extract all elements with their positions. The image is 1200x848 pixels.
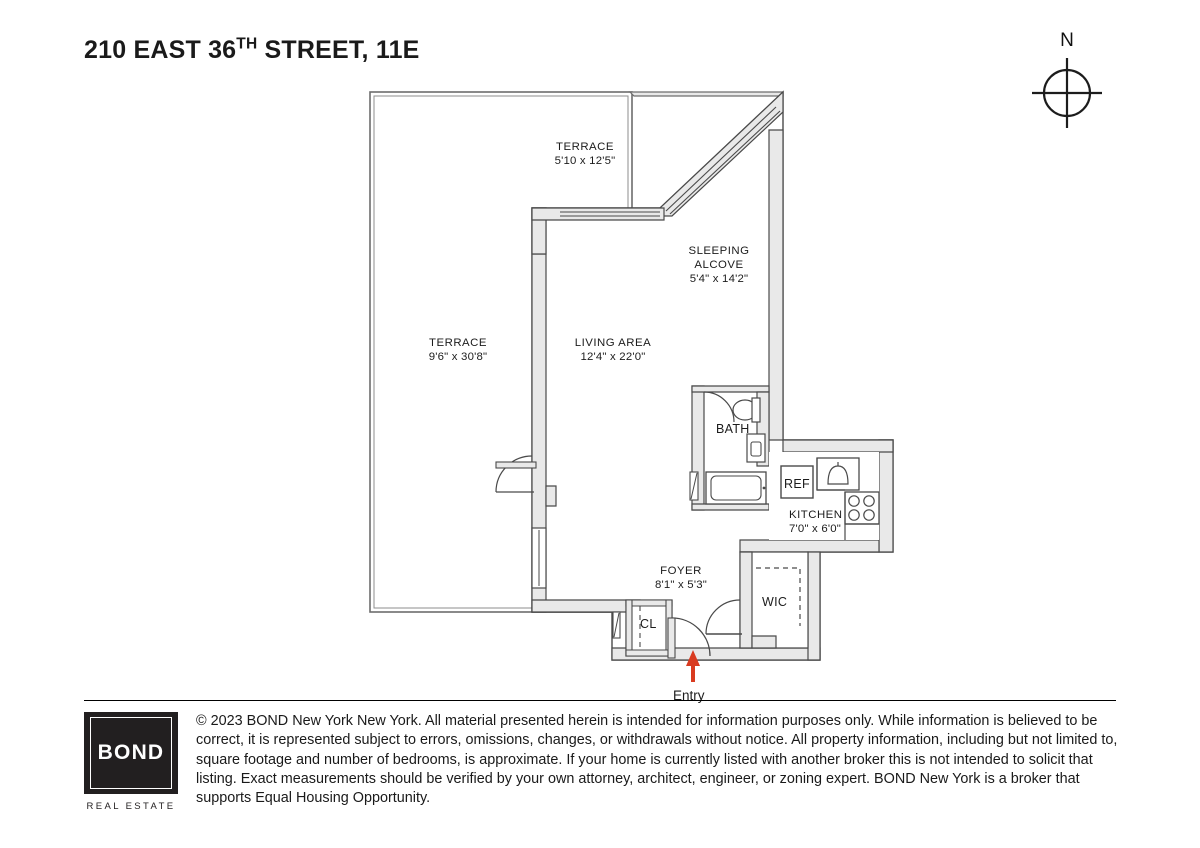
footer-divider xyxy=(84,700,1116,701)
terrace-small-name-label: TERRACE xyxy=(556,141,614,153)
kitchen-dims-label: 7'0" x 6'0" xyxy=(789,523,841,535)
disclaimer-text: © 2023 BOND New York New York. All mater… xyxy=(196,713,1118,807)
foyer-name-label: FOYER xyxy=(660,565,702,577)
terrace-small-dims-label: 5'10 x 12'5" xyxy=(555,155,616,167)
living-area-window xyxy=(531,527,547,589)
entry-arrow-icon xyxy=(686,650,700,682)
bond-logo-subtitle: REAL ESTATE xyxy=(86,801,176,812)
floor-plan-drawing: BATH REF KITCHEN 7'0" x 6'0" WIC xyxy=(369,90,894,703)
toilet-fixture xyxy=(732,397,761,423)
sleeping-alcove-name-label-2: ALCOVE xyxy=(694,259,743,271)
bathroom-window xyxy=(689,471,699,501)
compass-rose-graphic xyxy=(1032,58,1102,128)
sleeping-alcove-dims-label: 5'4" x 14'2" xyxy=(690,273,749,285)
bathroom-sink-fixture xyxy=(746,433,766,463)
bond-logo: BOND REAL ESTATE xyxy=(84,712,184,812)
terrace-small-outline xyxy=(628,91,784,97)
sleeping-alcove-name-label: SLEEPING xyxy=(689,245,750,257)
bathtub-fixture xyxy=(705,471,767,505)
compass-rose-icon: N xyxy=(1022,30,1112,130)
terrace-large-dims-label: 9'6" x 30'8" xyxy=(429,351,488,363)
kitchen-name-label: KITCHEN xyxy=(789,509,843,521)
kitchen-sink-fixture xyxy=(816,457,860,491)
living-area-dims-label: 12'4" x 22'0" xyxy=(580,351,645,363)
bond-logo-wordmark: BOND xyxy=(97,741,165,764)
page-title: 210 EAST 36TH STREET, 11E xyxy=(84,36,420,65)
page-title-street-name: STREET, 11E xyxy=(257,36,420,64)
stove-fixture xyxy=(844,491,880,525)
terrace-door-swing xyxy=(495,455,537,493)
refrigerator-fixture xyxy=(780,465,814,499)
page-title-street-number: 210 EAST 36 xyxy=(84,36,237,64)
entry-label: Entry xyxy=(673,688,705,703)
wall-thickness-bands xyxy=(531,90,894,661)
page-title-ordinal-suffix: TH xyxy=(236,35,258,53)
bathroom-door-swing xyxy=(703,391,735,423)
closet-label: CL xyxy=(640,617,657,631)
wic-door-swing xyxy=(705,599,742,635)
terrace-large-name-label: TERRACE xyxy=(429,337,487,349)
wic-walls xyxy=(739,551,809,649)
foyer-dims-label: 8'1" x 5'3" xyxy=(655,579,707,591)
living-area-name-label: LIVING AREA xyxy=(575,337,651,349)
bath-label: BATH xyxy=(716,422,750,436)
bond-logo-inner-border: BOND xyxy=(90,717,172,789)
bond-logo-box: BOND xyxy=(84,712,178,794)
wic-label: WIC xyxy=(762,595,787,609)
refrigerator-label: REF xyxy=(784,477,810,491)
entry-door-swing xyxy=(667,617,711,659)
compass-north-label: N xyxy=(1060,30,1074,51)
